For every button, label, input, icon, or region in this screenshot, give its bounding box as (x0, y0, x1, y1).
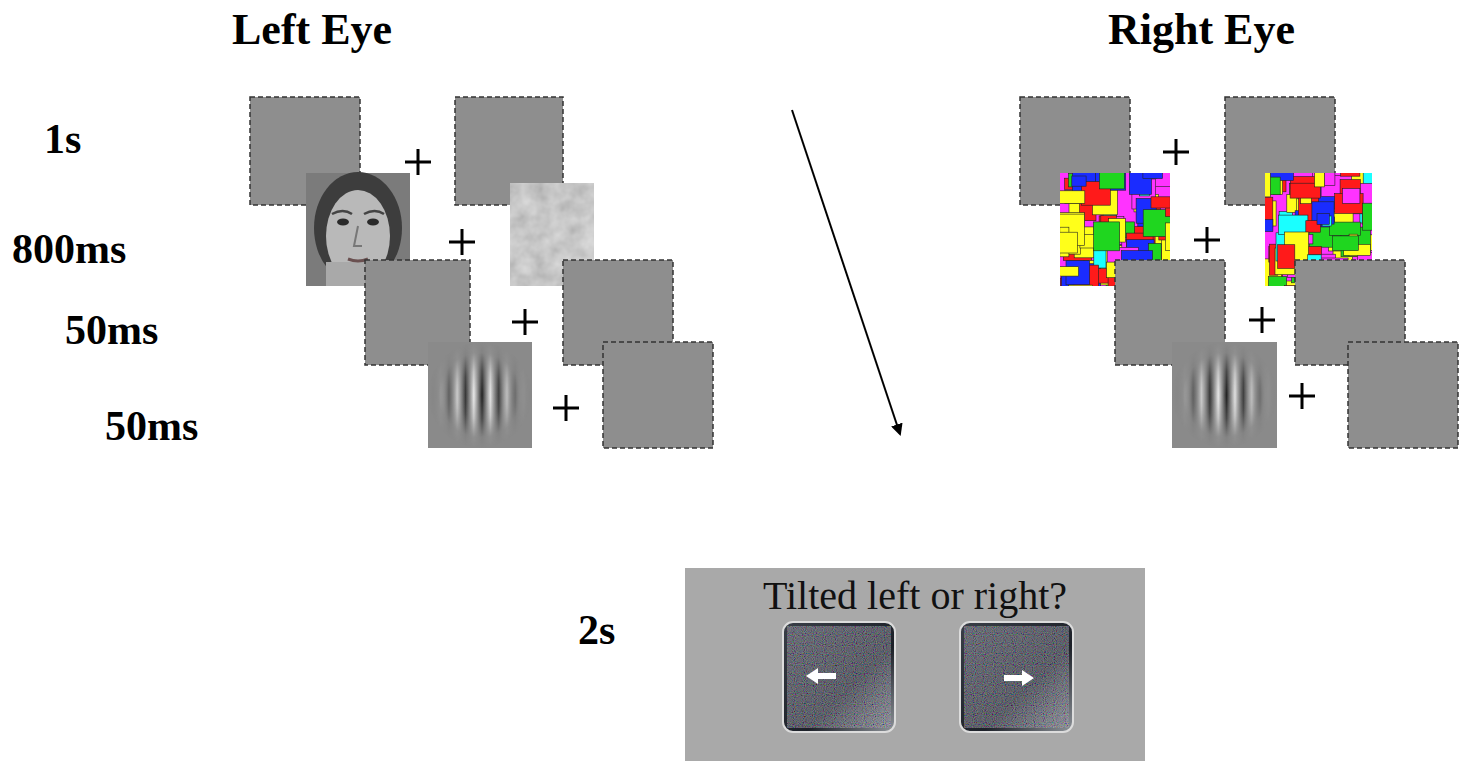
gabor-patch (1172, 342, 1277, 448)
time-arrow (792, 110, 900, 434)
eye-heading: Left Eye (232, 6, 392, 54)
duration-label: 2s (578, 607, 615, 653)
duration-label: 50ms (105, 403, 198, 449)
eye-heading: Right Eye (1108, 6, 1295, 54)
response-prompt: Tilted left or right? (685, 568, 1145, 761)
duration-label: 800ms (12, 226, 126, 272)
gabor-patch (428, 342, 532, 448)
duration-label: 50ms (65, 307, 158, 353)
prompt-text: Tilted left or right? (685, 574, 1145, 618)
response-screen (685, 568, 1145, 761)
arrow-key (960, 622, 1073, 732)
arrow-key (783, 622, 895, 732)
duration-label: 1s (44, 116, 81, 162)
fixation-cross (405, 139, 1315, 421)
